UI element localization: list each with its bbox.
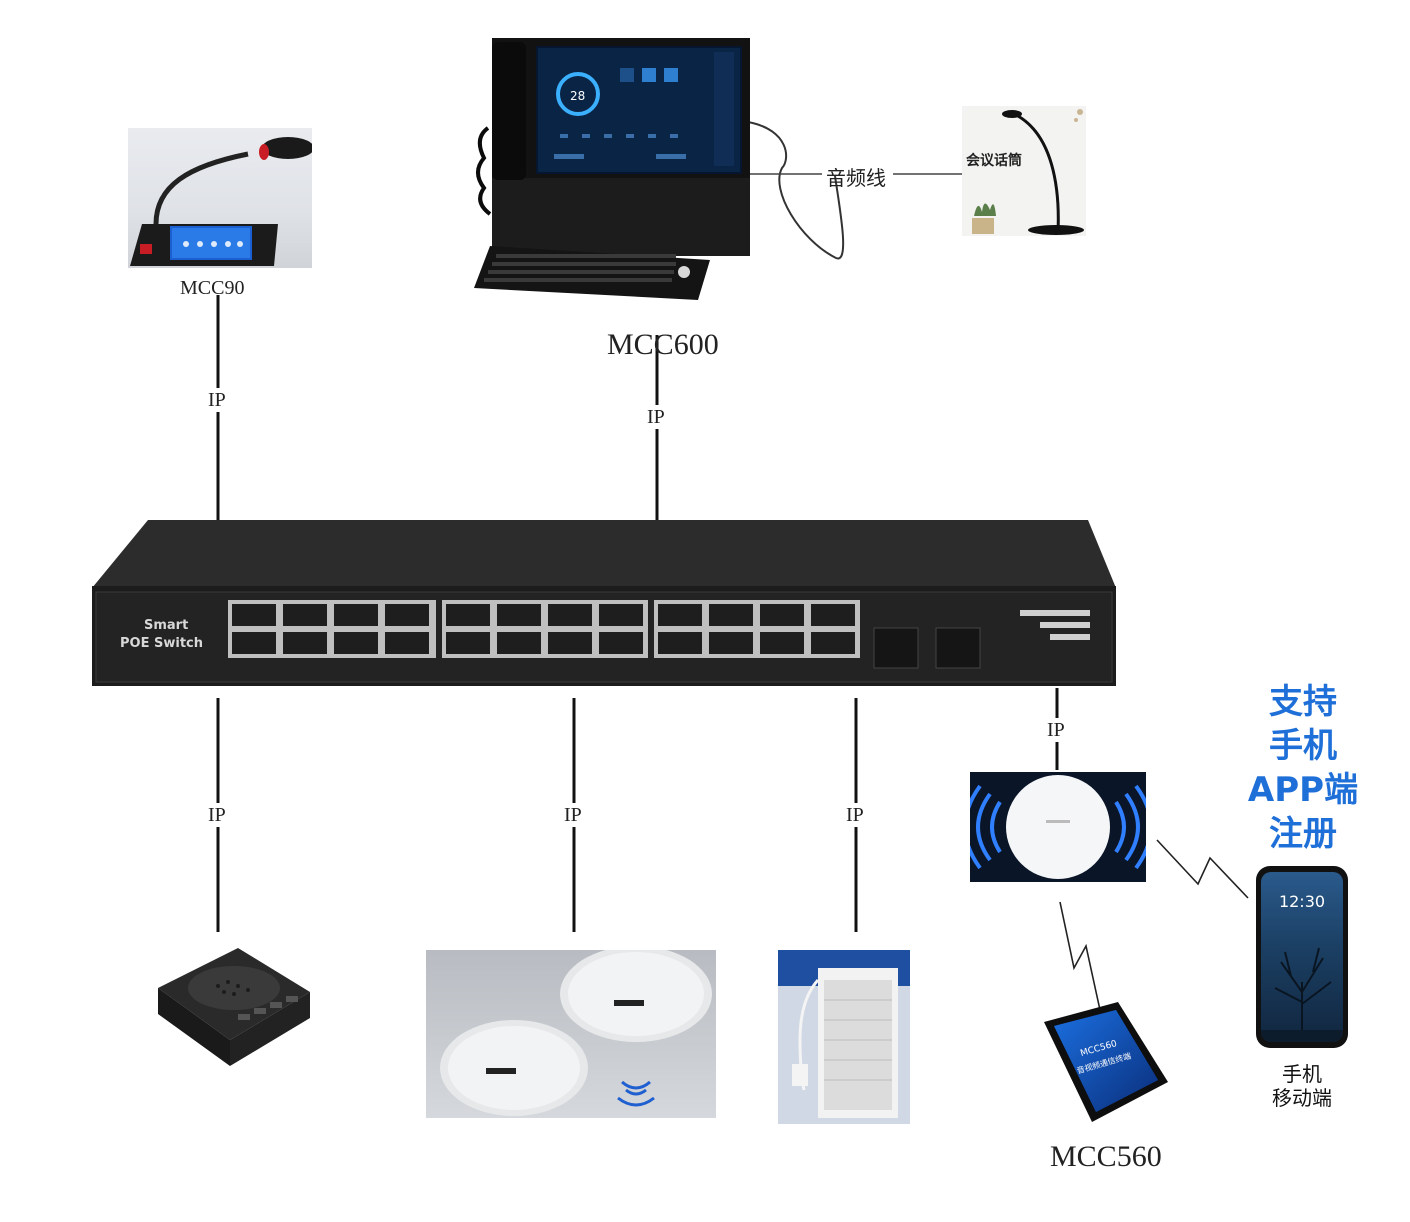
rj45-port — [334, 632, 378, 654]
speaker-panel-device — [138, 948, 312, 1068]
rj45-port — [811, 632, 855, 654]
speaker-panel-image — [158, 948, 310, 1066]
rj45-port — [709, 604, 753, 626]
phone-screen: 12:30 — [1261, 872, 1343, 1042]
rj45-port — [385, 604, 429, 626]
ip-label-access-point: IP — [1045, 718, 1067, 742]
rj45-port — [709, 632, 753, 654]
app-support-line-2: 手机 — [1269, 726, 1337, 766]
rj45-port — [232, 632, 276, 654]
ceiling-speakers-device — [426, 946, 716, 1118]
conference-mic-image — [972, 109, 1084, 235]
rj45-port — [446, 632, 490, 654]
audio-cable-label: 音频线 — [826, 168, 886, 190]
phone-device: 12:30 — [1256, 866, 1348, 1048]
ip-label-mcc90: IP — [206, 388, 228, 412]
wireless-link-mcc560 — [1059, 901, 1101, 1011]
console-readout: 28 — [570, 89, 585, 103]
rj45-port — [548, 632, 592, 654]
rj45-port — [658, 604, 702, 626]
rj45-port — [811, 604, 855, 626]
rj45-port — [497, 632, 541, 654]
phone-caption-line-1: 手机 — [1282, 1062, 1322, 1086]
access-point-image — [963, 775, 1153, 879]
rj45-port — [446, 604, 490, 626]
rj45-port — [760, 604, 804, 626]
poe-switch-image — [92, 520, 1116, 686]
rj45-port — [232, 604, 276, 626]
rj45-port — [497, 604, 541, 626]
rj45-port — [548, 604, 592, 626]
rj45-port — [599, 604, 643, 626]
column-speaker-device — [778, 950, 910, 1124]
mcc600-label: MCC600 — [607, 328, 719, 361]
switch-label-poe: POE Switch — [120, 636, 203, 651]
mcc90-device — [128, 128, 314, 268]
conference-mic-title: 会议话筒 — [966, 153, 1022, 169]
app-support-line-3: APP端 — [1247, 770, 1359, 810]
rj45-port — [385, 632, 429, 654]
poe-switch: Smart POE Switch — [88, 518, 1118, 690]
column-speaker-image — [778, 950, 910, 1118]
ip-label-mcc600: IP — [645, 405, 667, 429]
mcc600-image: 28 — [474, 38, 750, 300]
phone-caption-line-2: 移动端 — [1272, 1086, 1332, 1110]
rj45-port — [334, 604, 378, 626]
phone-caption: 手机 移动端 — [1252, 1062, 1352, 1110]
link-audio-cable — [747, 121, 845, 260]
wireless-link-phone — [1156, 839, 1249, 899]
app-support-title: 支持 手机 APP端 注册 — [1228, 680, 1378, 856]
ceiling-speakers-image — [440, 946, 712, 1116]
app-support-line-4: 注册 — [1269, 814, 1337, 854]
mcc600-device: 28 — [470, 38, 752, 300]
ip-label-ceiling-speakers: IP — [562, 803, 584, 827]
ip-label-speaker-panel: IP — [206, 803, 228, 827]
rj45-port — [658, 632, 702, 654]
phone-time: 12:30 — [1278, 892, 1326, 911]
rj45-port — [599, 632, 643, 654]
conference-mic-device: 会议话筒 — [962, 106, 1086, 236]
rj45-port — [283, 632, 327, 654]
mcc560-device: MCC560 音视频通信终端 — [1040, 1000, 1170, 1124]
app-support-line-1: 支持 — [1269, 682, 1337, 722]
switch-label-smart: Smart — [144, 618, 189, 633]
mcc90-image — [130, 137, 314, 266]
mcc90-label: MCC90 — [180, 277, 245, 299]
rj45-port — [760, 632, 804, 654]
mcc560-label: MCC560 — [1050, 1140, 1162, 1173]
rj45-port — [283, 604, 327, 626]
phone-wallpaper-tree — [1261, 947, 1343, 1042]
mcc560-image — [1044, 1002, 1168, 1122]
ip-label-column-speaker: IP — [844, 803, 866, 827]
access-point-device — [963, 772, 1153, 882]
